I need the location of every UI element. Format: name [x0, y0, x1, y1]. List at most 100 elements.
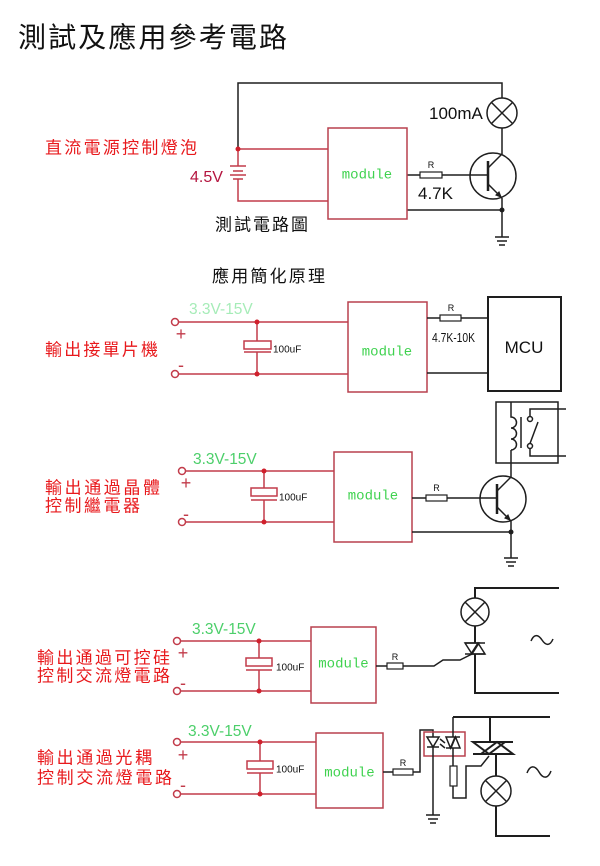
junction-dot — [499, 207, 505, 213]
junction-dot — [261, 519, 267, 525]
application-label-line-2: 控制交流燈電路 — [37, 769, 172, 789]
plus-sign: + — [176, 324, 187, 344]
output-wires — [427, 317, 488, 374]
module-box — [310, 626, 377, 704]
minus-sign: - — [183, 504, 189, 524]
ac-source-icon — [526, 766, 552, 778]
supply-wire-top — [237, 82, 503, 149]
input-wires — [185, 470, 334, 523]
capacitor-value: 100uF — [273, 345, 301, 356]
lamp-body — [480, 775, 512, 807]
battery-icon — [230, 165, 246, 180]
application-relay: 輸出通過晶體 控制繼電器 3.3V-15V + - 100uF module R — [45, 401, 566, 567]
supply-voltage-label: 3.3V-15V — [192, 621, 256, 638]
resistor-symbol — [386, 662, 404, 670]
positive-terminal — [172, 636, 182, 646]
resistor-symbol — [425, 494, 448, 502]
emitter-arrow — [495, 191, 502, 198]
junction-dot — [256, 688, 262, 694]
minus-sign: - — [178, 355, 184, 375]
application-label-line-1: 輸出通過可控硅 — [37, 649, 170, 669]
ground-symbol — [426, 814, 440, 824]
npn-transistor-symbol — [479, 475, 527, 523]
capacitor-value: 100uF — [276, 663, 304, 674]
input-wires — [180, 640, 311, 692]
lamp-cross — [490, 101, 514, 125]
ground-symbol — [495, 236, 509, 246]
negative-terminal — [170, 369, 180, 379]
ac-source-icon — [530, 634, 554, 646]
capacitor-symbol — [245, 657, 273, 667]
relay-box — [495, 401, 559, 464]
gate-wire — [376, 653, 473, 667]
relay-switch-blade — [529, 421, 539, 444]
lamp-symbol — [460, 597, 490, 627]
supply-voltage-label: 3.3V-15V — [189, 301, 253, 318]
input-wires — [178, 321, 348, 375]
module-label: module — [318, 657, 368, 673]
resistor-symbol — [392, 768, 414, 776]
resistor-label: R — [448, 303, 455, 313]
lamp-symbol — [480, 775, 512, 807]
transistor-body — [479, 475, 527, 523]
module-box — [333, 451, 413, 543]
input-wires — [180, 741, 316, 795]
junction-dot — [235, 146, 241, 152]
junction-dot — [261, 468, 267, 474]
relay-coil — [510, 402, 518, 451]
transistor-body — [469, 152, 517, 200]
capacitor-symbol — [243, 340, 272, 350]
resistor-label: R — [392, 652, 399, 662]
module-box — [315, 732, 384, 809]
light-emission-arrows — [439, 738, 446, 749]
resistor-value: 4.7K — [418, 184, 454, 203]
battery-wires — [237, 148, 328, 202]
resistor-value: 4.7K-10K — [432, 330, 475, 345]
lamp-current-label: 100mA — [429, 104, 484, 123]
lamp-cross — [464, 601, 486, 623]
module-box — [327, 127, 408, 220]
module-label: module — [362, 345, 412, 361]
negative-terminal — [177, 517, 187, 527]
positive-terminal — [172, 737, 182, 747]
capacitor-value: 100uF — [276, 765, 304, 776]
plus-sign: + — [181, 473, 192, 493]
application-scr: 輸出通過可控硅 控制交流燈電路 3.3V-15V + - 100uF modul… — [37, 587, 559, 704]
application-label-line-2: 控制繼電器 — [45, 497, 140, 517]
thyristor-symbol — [463, 641, 487, 656]
mcu-box — [487, 296, 562, 392]
mcu-label: MCU — [505, 338, 544, 357]
resistor-symbol — [419, 171, 443, 179]
relay-output-wires — [529, 408, 566, 457]
plus-sign: + — [178, 643, 189, 663]
supply-voltage-label: 3.3V-15V — [193, 451, 257, 468]
page-title: 測試及應用參考電路 — [18, 21, 287, 54]
resistor-label: R — [400, 758, 407, 768]
resistor-symbol — [439, 314, 462, 322]
plus-sign: + — [178, 745, 189, 765]
gate-resistor-symbol — [449, 765, 458, 787]
lamp-cross — [484, 779, 508, 803]
gate-wire — [452, 755, 490, 799]
npn-transistor-symbol — [469, 152, 517, 200]
resistor-label: R — [433, 483, 440, 493]
minus-sign: - — [180, 775, 186, 795]
positive-terminal — [170, 317, 180, 327]
ac-load-wires — [495, 754, 550, 837]
emitter-arrow — [504, 514, 511, 521]
capacitor-symbol — [246, 760, 274, 770]
negative-terminal — [172, 686, 182, 696]
ac-load-wires — [474, 587, 559, 694]
junction-dot — [256, 638, 262, 644]
optocoupler-box — [423, 731, 466, 757]
lamp-body — [460, 597, 490, 627]
thyristor-triangles — [463, 641, 487, 656]
module-box — [347, 301, 428, 393]
junction-dot — [257, 791, 263, 797]
capacitor-symbol — [250, 487, 278, 497]
module-label: module — [342, 168, 392, 184]
resistor-label: R — [428, 160, 435, 170]
ground-symbol — [504, 557, 518, 567]
